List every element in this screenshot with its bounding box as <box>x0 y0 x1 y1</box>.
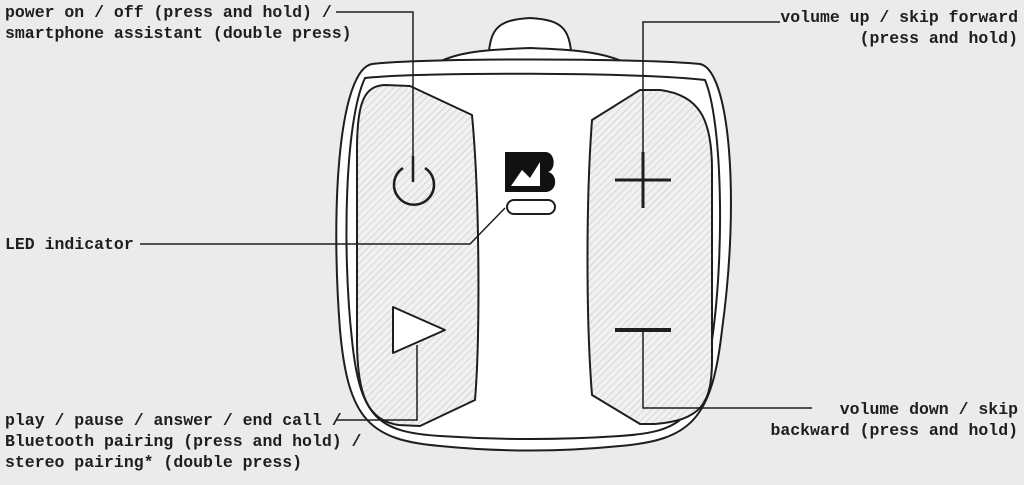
play-label-line: stereo pairing* (double press) <box>5 453 303 472</box>
play-icon <box>392 306 446 354</box>
power-label: power on / off (press and hold) / smartph… <box>5 2 352 44</box>
volume-up-label-line: volume up / skip forward <box>780 8 1018 27</box>
led-indicator <box>506 199 556 215</box>
left-button <box>356 84 480 427</box>
power-label-line: smartphone assistant (double press) <box>5 24 352 43</box>
brand-logo <box>505 152 556 192</box>
led-label: LED indicator <box>5 234 134 255</box>
play-label-line: play / pause / answer / end call / <box>5 411 342 430</box>
volume-up-label: volume up / skip forward (press and hold) <box>780 7 1018 49</box>
volume-up-label-line: (press and hold) <box>859 29 1018 48</box>
volume-down-label: volume down / skip backward (press and ho… <box>770 399 1018 441</box>
power-icon <box>392 156 436 206</box>
play-label: play / pause / answer / end call / Blueto… <box>5 410 361 473</box>
volume-down-label-line: backward (press and hold) <box>770 421 1018 440</box>
power-label-line: power on / off (press and hold) / <box>5 3 332 22</box>
volume-down-label-line: volume down / skip <box>839 400 1018 419</box>
right-button <box>586 89 713 425</box>
led-label-line: LED indicator <box>5 235 134 254</box>
leader-lines <box>140 11 812 421</box>
plus-icon <box>615 152 671 208</box>
play-label-line: Bluetooth pairing (press and hold) / <box>5 432 362 451</box>
